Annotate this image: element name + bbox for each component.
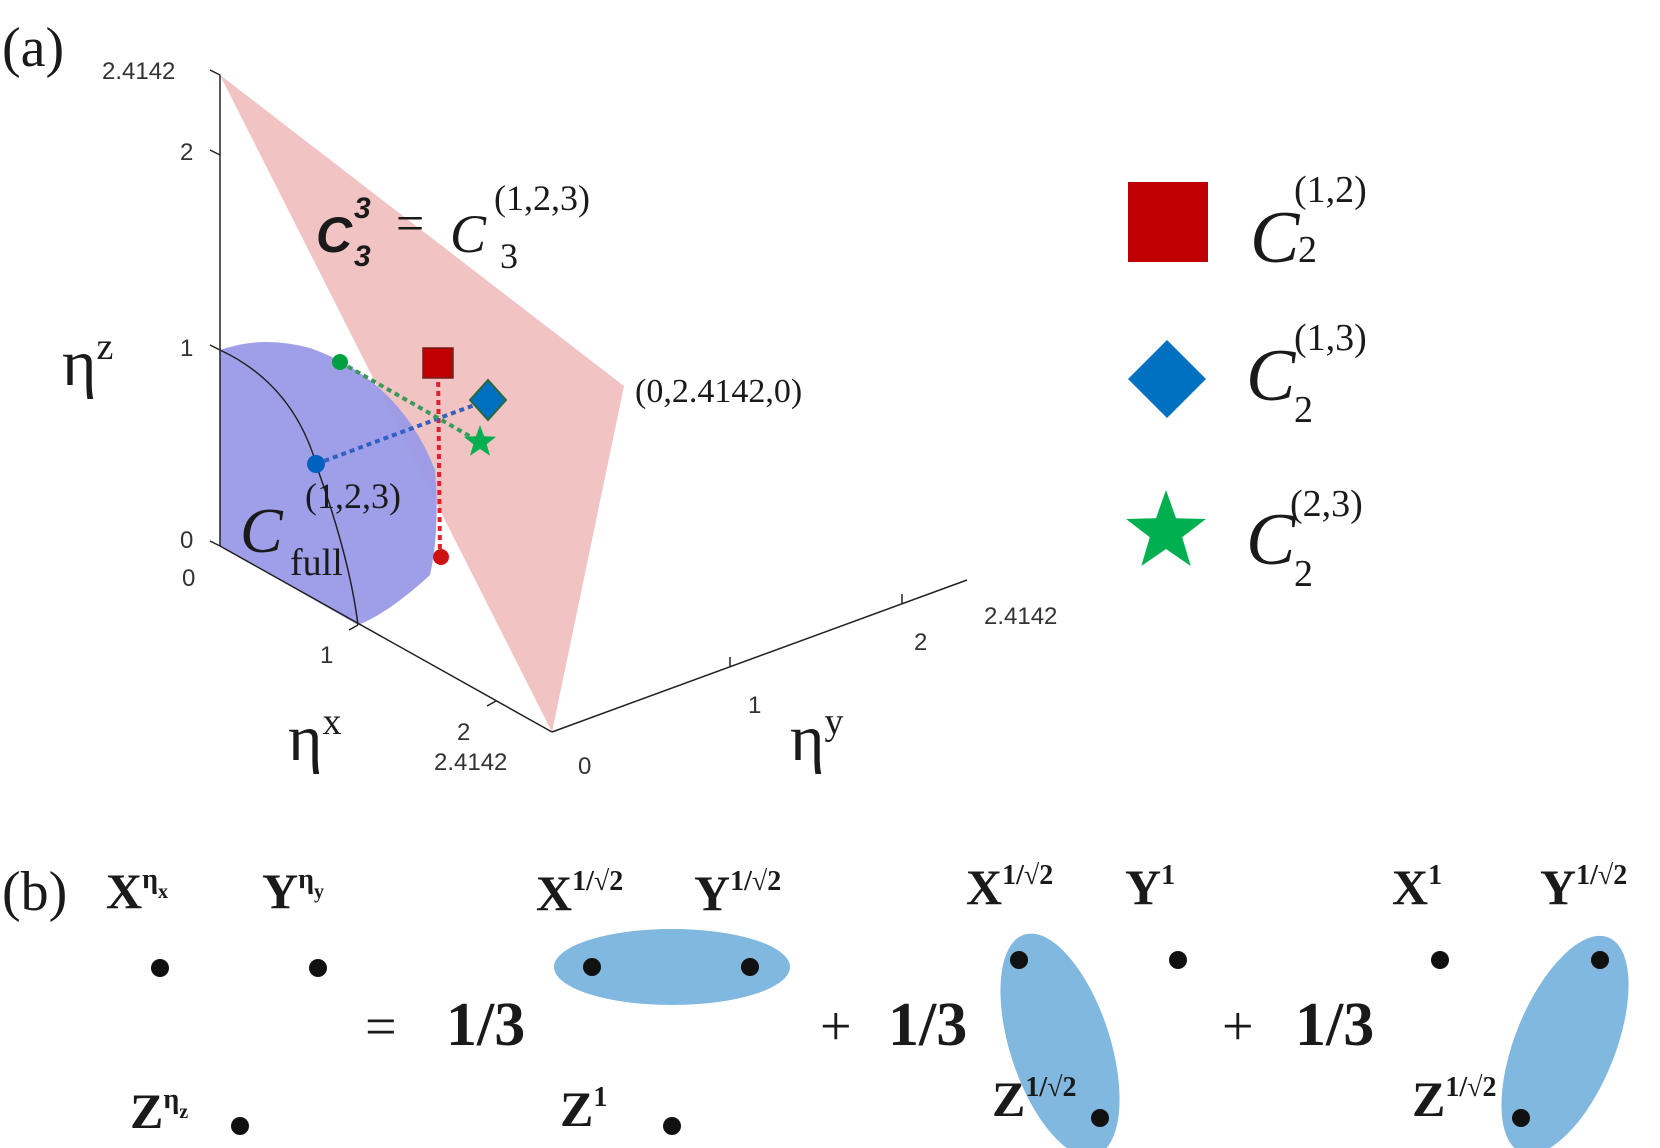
z-tick-label-3: 2.4142 [102, 58, 175, 85]
cfull-base: C [240, 495, 284, 566]
z-tick-label-0: 0 [180, 527, 193, 554]
term-3-y: Y1/√2 [1540, 859, 1627, 915]
cfull-sup: (1,2,3) [305, 476, 401, 516]
z-tick-label-2: 2 [180, 139, 193, 166]
sphere-label: C (1,2,3) full [240, 476, 401, 584]
legend-item-1-base: C [1250, 197, 1301, 279]
x-axis [219, 545, 553, 733]
c3-lhs-base: C [316, 207, 353, 263]
y-tick-label-1: 1 [748, 692, 761, 719]
legend-diamond-icon [1128, 340, 1206, 418]
legend-item-3-sub: 2 [1294, 553, 1313, 595]
legend: C (1,2) 2 C (1,3) 2 C (2,3) 2 [1126, 169, 1367, 595]
coef-3: 1/3 [1295, 991, 1374, 1059]
y-tick-label-2: 2 [914, 629, 927, 656]
x-tick-label-1: 1 [320, 642, 333, 669]
y-axis [551, 579, 968, 733]
x-tick-1 [348, 624, 359, 631]
blue-diamond-marker [468, 378, 508, 422]
z-tick-1 [209, 344, 221, 351]
legend-item-2-sup: (1,3) [1294, 317, 1367, 359]
legend-item-1-sub: 2 [1298, 229, 1317, 271]
lhs-y-dot [309, 959, 327, 977]
term-3-x-dot [1431, 951, 1449, 969]
green-star-marker [463, 425, 497, 456]
c3-equals: = [396, 195, 424, 251]
z-tick-2 [209, 149, 221, 156]
z-tick-0 [209, 540, 221, 547]
plane-equation-label: C 3 3 = C (1,2,3) 3 [316, 178, 590, 276]
term-1-x: X1/√2 [536, 865, 623, 921]
term-3-ellipse [1501, 935, 1629, 1148]
y-tick-label-3: 2.4142 [984, 603, 1057, 630]
z-tick-label-1: 1 [180, 335, 193, 362]
term-2-x: X1/√2 [966, 859, 1053, 915]
legend-item-2-sub: 2 [1294, 389, 1313, 431]
y-tick-label-0: 0 [578, 753, 591, 780]
blue-dotted-line [315, 398, 489, 466]
plus-sign-2: + [1222, 996, 1254, 1058]
term-1-ellipse [554, 929, 790, 1005]
lhs-x-dot [151, 959, 169, 977]
equals-sign: = [365, 996, 397, 1058]
term-3-y-dot [1591, 951, 1609, 969]
legend-star-icon [1126, 490, 1206, 566]
term-2-y-dot [1169, 951, 1187, 969]
c3-rhs-base: C [450, 204, 487, 264]
red-projection-dot [433, 549, 449, 565]
lhs-z-dot [231, 1117, 249, 1135]
x-axis-label: ηx [288, 701, 342, 775]
lhs-z: Zηz [130, 1083, 188, 1139]
term-3: X1 Y1/√2 Z1/√2 [1392, 859, 1629, 1148]
z-tick-3 [209, 69, 221, 76]
legend-item-3-base: C [1246, 499, 1297, 581]
panel-b-label: (b) [2, 861, 67, 923]
term-1-z-dot [663, 1117, 681, 1135]
legend-item-3-sup: (2,3) [1290, 483, 1363, 525]
term-2-y: Y1 [1125, 859, 1175, 915]
z-axis-label: ηz [62, 326, 113, 400]
plus-sign-1: + [820, 996, 852, 1058]
term-2-z: Z1/√2 [992, 1071, 1077, 1127]
coef-2: 1/3 [888, 991, 967, 1059]
c3-lhs-sub: 3 [354, 240, 371, 273]
x-tick-label-0: 0 [182, 565, 195, 592]
plane-c3 [220, 75, 624, 732]
x-tick-label-3: 2.4142 [434, 749, 507, 776]
term-2-ellipse [1000, 933, 1120, 1148]
lhs-y: Yηy [262, 863, 324, 919]
c3-rhs-sup: (1,2,3) [494, 178, 590, 218]
term-1-x-dot [583, 958, 601, 976]
green-projection-dot [332, 354, 348, 370]
x-tick-2 [486, 700, 497, 707]
x-tick-label-2: 2 [457, 719, 470, 746]
panel-a-label: (a) [2, 17, 64, 79]
term-3-z-dot [1512, 1109, 1530, 1127]
blue-projection-dot [307, 455, 325, 473]
term-2-x-dot [1010, 951, 1028, 969]
plane-vertex-label: (0,2.4142,0) [635, 373, 802, 410]
y-axis-label: ηy [790, 701, 844, 775]
c3-lhs-sup: 3 [354, 192, 371, 225]
red-square-marker [422, 347, 454, 379]
cfull-sub: full [290, 542, 343, 584]
term-1: X1/√2 Y1/√2 Z1 [536, 865, 790, 1137]
term-3-z: Z1/√2 [1412, 1071, 1497, 1127]
term-1-y: Y1/√2 [694, 865, 781, 921]
term-2: X1/√2 Y1 Z1/√2 [966, 859, 1187, 1148]
coef-1: 1/3 [446, 991, 525, 1059]
legend-item-2-base: C [1246, 335, 1297, 417]
lhs-x: Xηx [106, 863, 168, 919]
term-3-x: X1 [1392, 859, 1442, 915]
legend-square-icon [1128, 182, 1208, 262]
term-1-z: Z1 [560, 1081, 607, 1137]
sphere-octant [220, 341, 437, 625]
legend-item-1-sup: (1,2) [1294, 169, 1367, 211]
c3-rhs-sub: 3 [500, 236, 518, 276]
term-2-z-dot [1091, 1109, 1109, 1127]
lhs-group: Xηx Yηy Zηz [106, 863, 327, 1139]
term-1-y-dot [741, 958, 759, 976]
